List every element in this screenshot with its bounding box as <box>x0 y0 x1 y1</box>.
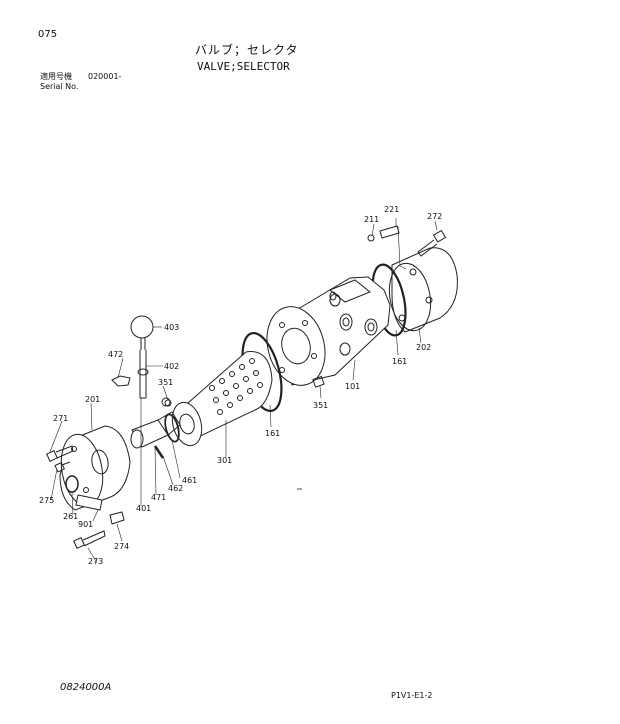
callout-272: 272 <box>427 212 442 221</box>
callout-461: 461 <box>182 476 197 485</box>
knob-403 <box>130 315 154 339</box>
callout-211: 211 <box>364 215 379 224</box>
plug-274 <box>109 511 125 525</box>
drawing-code: 0824000A <box>60 682 112 693</box>
callout-403: 403 <box>164 323 179 332</box>
callout-201: 201 <box>85 395 100 404</box>
leader-lines <box>49 218 438 564</box>
serial-label-english: Serial No. <box>40 82 79 91</box>
callout-351-left: 351 <box>158 378 173 387</box>
callout-401: 401 <box>136 504 151 513</box>
callout-161-left: 161 <box>265 429 280 438</box>
page-code: P1V1-E1-2 <box>391 691 433 700</box>
serial-label-japanese: 適用号機 <box>40 72 72 81</box>
lever-402 <box>137 350 149 399</box>
title-english: VALVE;SELECTOR <box>197 60 290 73</box>
screw-221 <box>379 225 400 239</box>
title-japanese: バルブ；セレクタ <box>195 43 299 57</box>
right-cover-202 <box>388 247 458 333</box>
callout-472: 472 <box>108 350 123 359</box>
callout-101: 101 <box>345 382 360 391</box>
screw-275 <box>54 461 71 473</box>
bolt-272 <box>417 229 447 257</box>
callout-402: 402 <box>164 362 179 371</box>
serial-value: 020001- <box>88 72 122 81</box>
callout-273: 273 <box>88 557 103 566</box>
page-number: 075 <box>38 29 58 40</box>
callout-261: 261 <box>63 512 78 521</box>
valve-body-101 <box>266 276 391 388</box>
sleeve-ports <box>209 358 263 415</box>
callout-901: 901 <box>78 520 93 529</box>
callout-labels: 403 472 402 351 271 201 275 261 901 273 … <box>39 205 442 566</box>
screw-271 <box>46 445 74 462</box>
callout-161-right: 161 <box>392 357 407 366</box>
wing-nut-472 <box>111 375 131 387</box>
screw-273 <box>73 530 106 549</box>
pin-462 <box>153 445 165 459</box>
callout-202: 202 <box>416 343 431 352</box>
callout-271: 271 <box>53 414 68 423</box>
left-cover-201 <box>59 425 131 511</box>
callout-462: 462 <box>168 484 183 493</box>
callout-274: 274 <box>114 542 129 551</box>
callout-275: 275 <box>39 496 54 505</box>
callout-351-right: 351 <box>313 401 328 410</box>
ball-211 <box>367 234 375 242</box>
plate-901 <box>75 494 103 511</box>
sleeve-301 <box>171 351 273 447</box>
callout-301: 301 <box>217 456 232 465</box>
callout-221: 221 <box>384 205 399 214</box>
callout-471: 471 <box>151 493 166 502</box>
